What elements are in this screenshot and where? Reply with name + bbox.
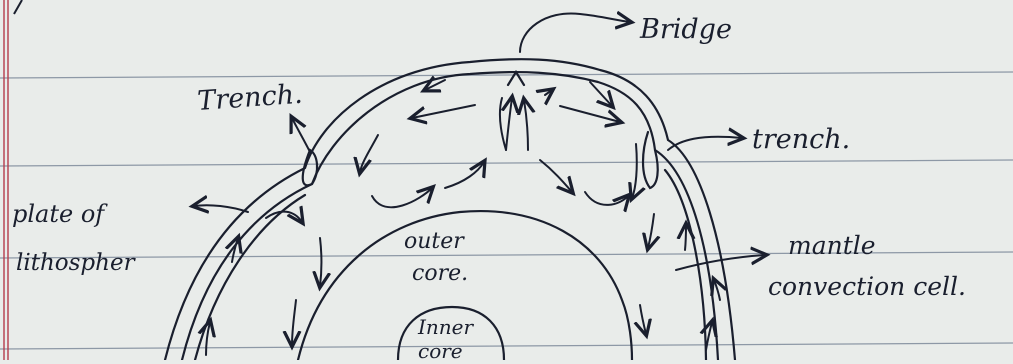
arrow-return-left (445, 162, 484, 188)
label-bridge: Bridge (639, 14, 732, 45)
arrow-right-lower (640, 305, 646, 334)
arrow-diverge-right (560, 106, 620, 122)
arrow-right-down (632, 144, 637, 198)
arrow-left-up (232, 238, 238, 262)
label-trench-left: Trench. (196, 79, 303, 117)
arrow-left-lower (292, 300, 296, 345)
arrow-left-mantle-down (320, 238, 322, 286)
label-plate-line2: lithospher (16, 250, 137, 276)
notebook-ruled-lines (0, 72, 1013, 349)
right-subduction-slab (643, 132, 658, 188)
arrow-diverge-left (412, 105, 475, 118)
convection-arrows (206, 80, 720, 355)
arrow-return-right (540, 160, 572, 192)
rule-line (0, 343, 1013, 349)
arrow-up-left (500, 98, 506, 150)
notebook-margin-line (4, 0, 8, 360)
arrow-bottom-left (372, 188, 432, 207)
arrow-rising-right (524, 100, 528, 150)
label-outer-core-line2: core. (412, 261, 468, 286)
arrow-small-top (545, 90, 552, 95)
trench-left-pointer (292, 118, 310, 152)
label-mantle-line1: mantle (788, 231, 876, 260)
arrow-right-up-2 (714, 280, 720, 300)
bridge-pointer (520, 13, 630, 52)
label-inner-core-line2: core (418, 339, 463, 360)
arrow-right-mantle-down (648, 214, 654, 248)
label-mantle-line2: convection cell. (768, 272, 966, 301)
lithosphere-left-layer (195, 195, 305, 360)
label-outer-core-line1: outer (404, 229, 465, 254)
rule-line (0, 160, 1013, 166)
pen-mark (14, 0, 22, 14)
arrow-left-down (360, 135, 378, 172)
label-inner-core-line1: Inner (417, 315, 474, 339)
ridge-crest (508, 72, 524, 85)
arrow-left-bottom-up (206, 322, 210, 355)
arrow-rising-left (506, 98, 512, 150)
plate-pointer (194, 205, 248, 212)
arrow-right-bottom-up (706, 322, 712, 350)
label-plate-line1: plate of (12, 200, 108, 228)
label-trench-right: trench. (752, 124, 850, 155)
label-pointers (194, 13, 765, 270)
arrow-bottom-right (585, 192, 628, 205)
arrow-right-up (685, 225, 686, 250)
